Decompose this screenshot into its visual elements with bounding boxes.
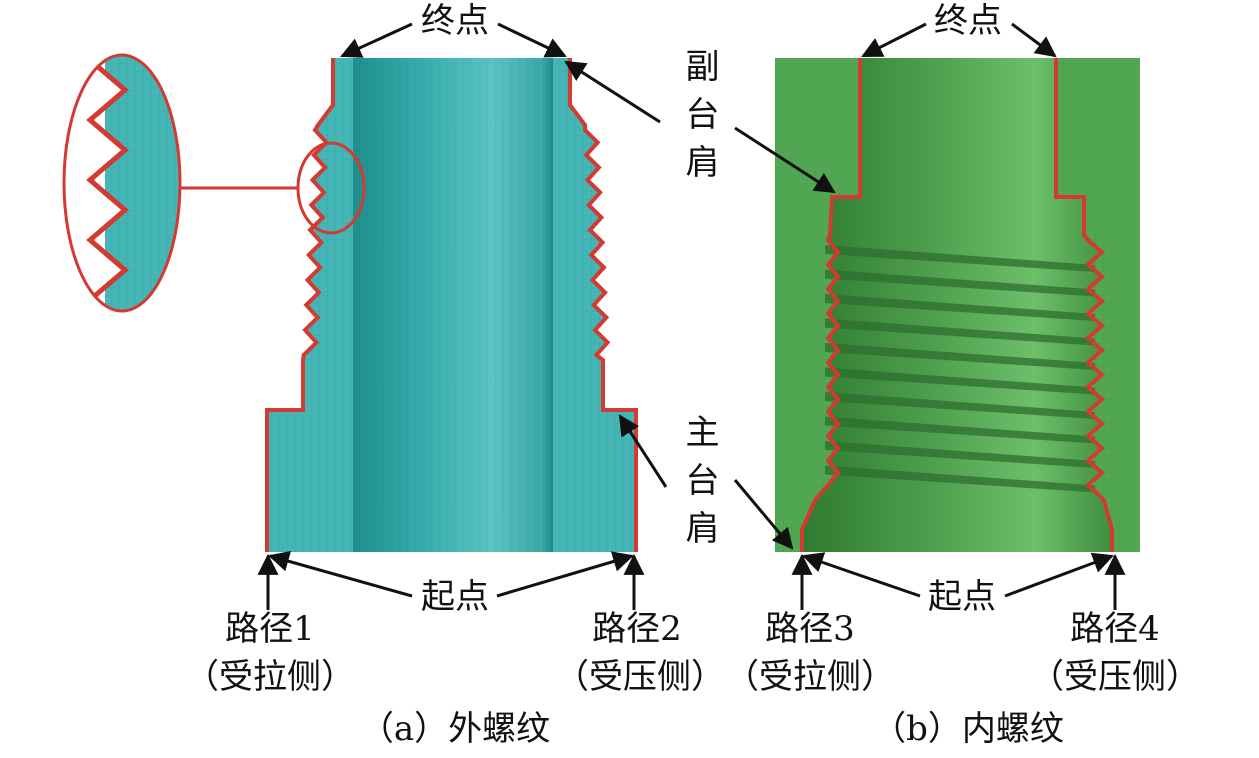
path4-label: 路径4 [1070, 609, 1160, 649]
thread-groove [825, 294, 1095, 321]
thread-groove [825, 441, 1095, 468]
primary-shoulder-label: 主台肩 [679, 414, 719, 558]
external-thread-model [265, 58, 638, 552]
start-point-label-a: 起点 [421, 577, 489, 617]
thread-groove [825, 318, 1095, 346]
caption-a: （a）外螺纹 [359, 709, 551, 749]
path2-label: 路径2 [592, 609, 682, 649]
path2-side: （受压侧） [555, 657, 725, 697]
thread-groove [825, 392, 1095, 419]
path1-label: 路径1 [225, 609, 315, 649]
path-outline [800, 58, 1114, 552]
start-point-label-b: 起点 [928, 577, 996, 617]
path3-side: （受拉侧） [725, 657, 895, 697]
path4-side: （受压侧） [1030, 657, 1200, 697]
thread-groove [825, 343, 1095, 370]
caption-b: （b）内螺纹 [872, 709, 1064, 749]
path1-side: （受拉侧） [185, 657, 355, 697]
magnified-thread-detail [62, 53, 366, 313]
end-point-label-a: 终点 [421, 1, 489, 41]
thread-groove [825, 245, 1095, 272]
secondary-shoulder-label: 副台肩 [679, 48, 719, 192]
thread-groove [825, 416, 1095, 444]
thread-groove [825, 367, 1095, 395]
thread-groove [825, 465, 1095, 493]
end-point-label-b: 终点 [934, 1, 1002, 41]
thread-groove [825, 269, 1095, 297]
internal-thread-model [775, 58, 1140, 552]
arrows [257, 22, 1126, 610]
path3-label: 路径3 [765, 609, 855, 649]
